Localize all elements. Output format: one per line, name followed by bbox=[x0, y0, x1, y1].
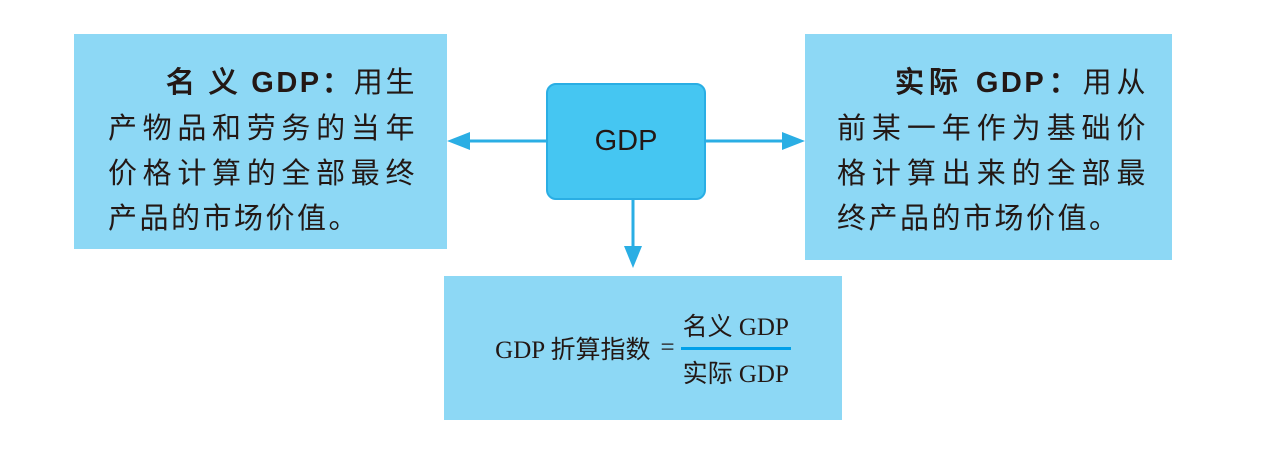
gdp-node: GDP bbox=[546, 83, 706, 200]
fraction-numerator: 名义 GDP bbox=[682, 313, 789, 341]
real-gdp-term: 实际 GDP： bbox=[895, 67, 1083, 99]
real-gdp-text: 实际 GDP：用从前某一年作为基础价格计算出来的全部最终产品的市场价值。 bbox=[837, 60, 1148, 241]
nominal-gdp-definition: 用生产物品和劳务的当年价格计算的全部最终产品的市场价值。 bbox=[108, 65, 417, 235]
fraction-denominator: 实际 GDP bbox=[682, 360, 789, 388]
arrow-left-head bbox=[447, 132, 470, 150]
nominal-gdp-term: 名 义 GDP： bbox=[166, 67, 354, 99]
arrow-down-head bbox=[624, 246, 642, 268]
deflator-formula-box: GDP 折算指数 = 名义 GDP 实际 GDP bbox=[444, 276, 842, 420]
real-gdp-box: 实际 GDP：用从前某一年作为基础价格计算出来的全部最终产品的市场价值。 bbox=[805, 34, 1172, 260]
real-gdp-definition: 用从前某一年作为基础价格计算出来的全部最终产品的市场价值。 bbox=[837, 65, 1148, 235]
formula-label: GDP 折算指数 bbox=[495, 337, 651, 364]
fraction: 名义 GDP 实际 GDP bbox=[680, 307, 791, 390]
equals-sign: = bbox=[660, 334, 675, 361]
fraction-bar bbox=[680, 346, 791, 350]
arrow-right-head bbox=[782, 132, 805, 150]
nominal-gdp-box: 名 义 GDP：用生产物品和劳务的当年价格计算的全部最终产品的市场价值。 bbox=[74, 34, 447, 249]
nominal-gdp-text: 名 义 GDP：用生产物品和劳务的当年价格计算的全部最终产品的市场价值。 bbox=[108, 60, 417, 241]
